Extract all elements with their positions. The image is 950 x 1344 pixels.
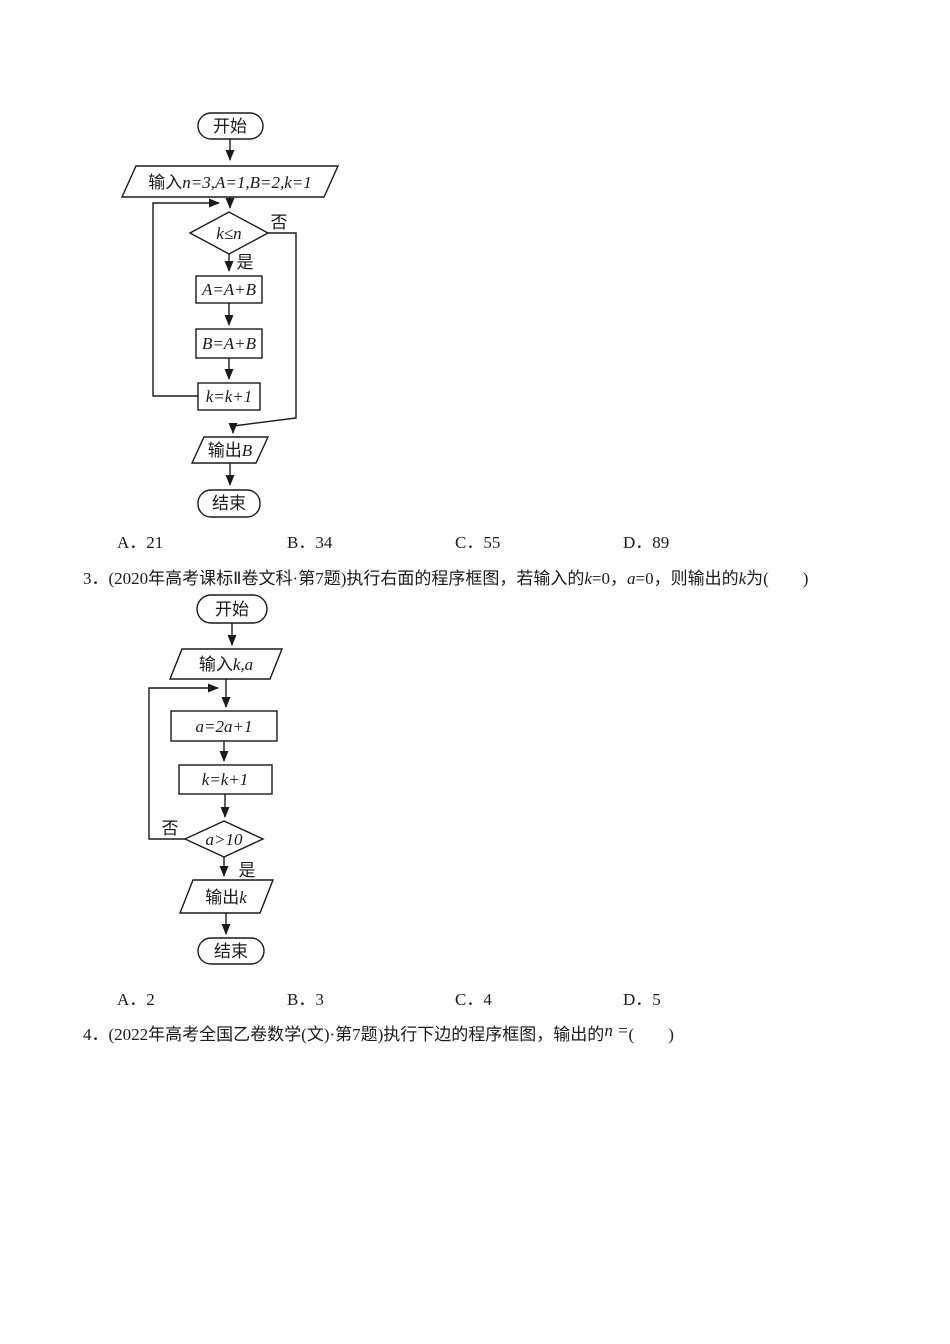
process-3-label: k=k+1 (206, 387, 253, 406)
option-d: D．89 (623, 533, 670, 552)
flow-labels-1: 开始 输入n=3,A=1,B=2,k=1 k≤n 否 是 A=A+B B=A+B… (148, 117, 311, 513)
option-c: C．55 (455, 533, 501, 552)
no-branch-line (228, 232, 297, 434)
option-a: A．21 (117, 533, 164, 552)
loop-back-line (152, 198, 220, 397)
q3-text-part: 3．(2020年高考课标Ⅱ卷文科·第7题)执行右面的程序框图，若输入的 (83, 569, 585, 588)
process-1-label: a=2a+1 (196, 717, 253, 736)
q3-text-part: =0， (591, 569, 627, 588)
no-branch-label: 否 (271, 213, 288, 232)
output-parallelogram (190, 436, 270, 464)
flowchart-1: 开始 输入n=3,A=1,B=2,k=1 k≤n 否 是 A=A+B B=A+B… (120, 112, 340, 518)
process-2-label: k=k+1 (202, 770, 249, 789)
flow-labels-2: 开始 输入k,a a=2a+1 k=k+1 a>10 否 是 输出k 结束 (162, 600, 256, 961)
start-terminator (196, 594, 268, 624)
input-parallelogram (168, 648, 284, 680)
yes-branch-label: 是 (237, 253, 254, 272)
end-terminator (197, 937, 265, 965)
end-label: 结束 (212, 494, 246, 513)
q4-text-part: 4．(2022年高考全国乙卷数学(文)·第7题)执行下边的程序框图，输出的 (83, 1025, 605, 1044)
flow-shapes-1 (120, 112, 340, 518)
end-label: 结束 (214, 942, 248, 961)
start-label: 开始 (213, 117, 247, 136)
q3-var-a: a (627, 569, 636, 588)
process-box-2 (195, 328, 263, 359)
process-1-label: A=A+B (201, 280, 257, 299)
decision-label: k≤n (216, 224, 241, 243)
loop-back-line (148, 683, 219, 840)
q4-formula-n: n = (604, 1021, 629, 1040)
yes-branch-label: 是 (239, 861, 256, 880)
option-b: B．34 (287, 533, 333, 552)
input-label: 输入k,a (199, 655, 253, 674)
q3-text-part: =0，则输出的 (635, 569, 739, 588)
option-b: B．3 (287, 990, 324, 1009)
process-2-label: B=A+B (202, 334, 257, 353)
question-3-text: 3．(2020年高考课标Ⅱ卷文科·第7题)执行右面的程序框图，若输入的k=0，a… (83, 564, 808, 589)
decision-label: a>10 (206, 830, 243, 849)
start-terminator (197, 112, 264, 140)
output-parallelogram (178, 879, 275, 914)
no-branch-label: 否 (162, 819, 179, 838)
process-box-1 (170, 710, 278, 742)
process-box-3 (197, 382, 261, 411)
input-parallelogram (120, 165, 340, 198)
flow-connectors-1 (152, 139, 297, 486)
decision-diamond (188, 211, 270, 255)
question-4-text: 4．(2022年高考全国乙卷数学(文)·第7题)执行下边的程序框图，输出的n =… (83, 1020, 674, 1045)
output-label: 输出B (208, 441, 253, 460)
q3-var-k2: k (738, 569, 747, 588)
flow-shapes-2 (168, 594, 284, 965)
decision-diamond (183, 820, 265, 858)
q4-text-part: ( ) (628, 1025, 674, 1044)
input-label: 输入n=3,A=1,B=2,k=1 (148, 173, 311, 192)
q3-text-part: 为( ) (746, 569, 809, 588)
flowchart-2: 开始 输入k,a a=2a+1 k=k+1 a>10 否 是 输出k 结束 (148, 594, 284, 965)
flow-connectors-2 (148, 623, 237, 935)
option-a: A．2 (117, 990, 155, 1009)
process-box-2 (178, 764, 273, 795)
output-label: 输出k (205, 888, 247, 907)
start-label: 开始 (215, 600, 249, 619)
option-d: D．5 (623, 990, 661, 1009)
option-c: C．4 (455, 990, 492, 1009)
q3-var-k: k (584, 569, 592, 588)
process-box-1 (195, 275, 263, 304)
end-terminator (197, 489, 261, 518)
